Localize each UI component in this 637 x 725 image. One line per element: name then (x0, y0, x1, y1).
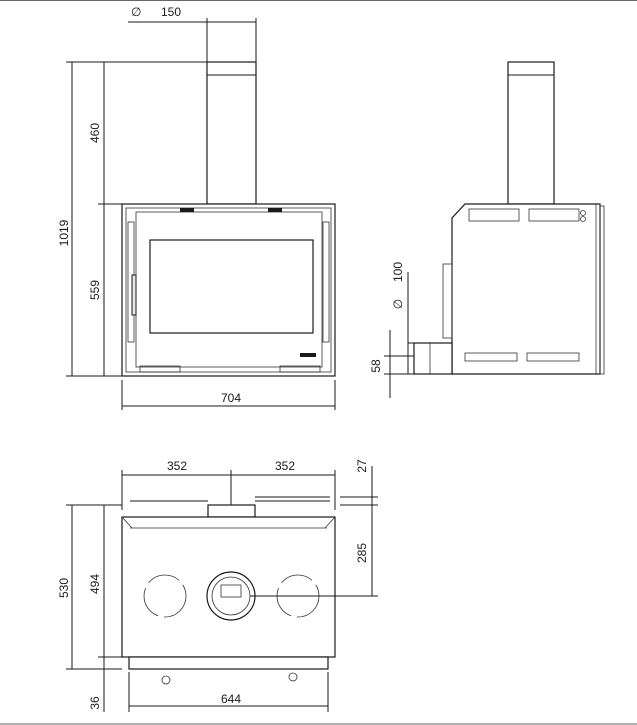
dim-offset-top: 27 (355, 459, 369, 473)
side-bottom-vent-left (464, 352, 518, 362)
front-top-clip-right (268, 208, 282, 212)
side-flue-pipe (507, 61, 555, 205)
side-view: 100 ∅ 58 (369, 61, 605, 398)
side-rear-plate (442, 263, 453, 339)
side-bolt-2 (580, 216, 586, 222)
dim-base-width: 644 (221, 692, 241, 706)
top-foot-right (288, 672, 298, 682)
front-bottom-vent-right (279, 365, 321, 373)
front-glass (149, 239, 314, 334)
side-body (451, 203, 601, 375)
top-flue-ring (206, 571, 256, 621)
side-bolt-1 (580, 210, 586, 216)
top-view: 352 352 27 285 (57, 459, 378, 712)
front-right-hinge (322, 221, 330, 343)
dim-height-flue: 460 (88, 123, 102, 143)
dim-depth-body: 494 (88, 574, 102, 594)
dim-inlet-diameter: 100 (391, 262, 405, 282)
dim-inlet-height: 58 (369, 359, 383, 373)
dim-flue-diameter: 150 (161, 5, 181, 19)
front-bottom-vent-left (139, 365, 181, 373)
top-corner-right (324, 516, 336, 529)
dim-bottom-offset: 36 (88, 696, 102, 710)
dim-depth-total: 530 (57, 578, 71, 598)
dim-center-depth: 285 (355, 543, 369, 563)
dim-height-total: 1019 (57, 219, 71, 246)
top-flue-outlet (207, 504, 256, 518)
top-corner-left (121, 516, 133, 529)
side-door-profile (599, 205, 605, 375)
top-foot-left (161, 675, 171, 685)
top-flue-damper (220, 584, 242, 598)
side-bottom-vent-right (526, 352, 580, 362)
front-flue-pipe (206, 61, 257, 205)
dim-width: 704 (221, 391, 241, 405)
dim-inlet-diameter-symbol: ∅ (391, 299, 405, 309)
front-top-clip-left (180, 208, 194, 212)
top-knockout-left (143, 574, 187, 618)
side-air-inlet (413, 342, 453, 375)
dim-half-width-right: 352 (275, 459, 295, 473)
dim-flue-diameter-symbol: ∅ (131, 5, 141, 19)
front-handle (131, 274, 137, 316)
front-logo-plate (300, 353, 316, 357)
side-top-vent-right (528, 208, 580, 222)
front-view: ∅ 150 1019 460 559 704 (57, 5, 336, 410)
dim-height-body: 559 (88, 280, 102, 300)
dim-half-width-left: 352 (167, 459, 187, 473)
side-top-vent-left (468, 208, 520, 222)
top-front-frame (128, 656, 329, 670)
front-body-inner (125, 207, 332, 373)
